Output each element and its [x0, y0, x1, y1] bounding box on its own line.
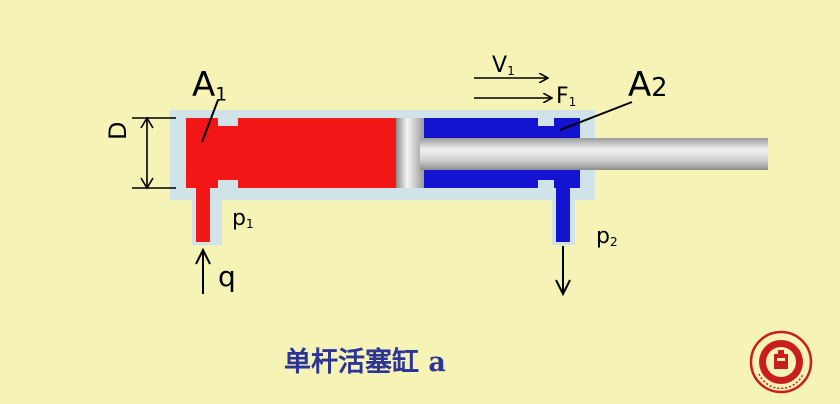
- cap-groove-top: [218, 118, 238, 126]
- pressure-chamber: [186, 118, 398, 188]
- a2-leader: [559, 101, 633, 131]
- label-a2: A2: [628, 65, 668, 105]
- rod-groove-top: [538, 118, 554, 126]
- label-p1: p1: [232, 206, 254, 232]
- flow-in-arrowhead: [195, 247, 211, 265]
- cap-groove-bottom: [218, 180, 238, 188]
- a1-leader: [201, 99, 219, 143]
- label-a1: A1: [192, 65, 228, 106]
- flow-out-arrowhead: [555, 279, 571, 297]
- inlet-port: [196, 186, 210, 242]
- university-seal-icon: [749, 330, 813, 394]
- label-f1: F1: [556, 84, 577, 110]
- piston-rod: [420, 138, 768, 170]
- label-diameter: D: [104, 121, 132, 140]
- label-v1: V1: [492, 53, 515, 79]
- rod-groove-bottom: [538, 180, 554, 188]
- label-flow-q: q: [218, 260, 236, 293]
- label-p2: p2: [596, 224, 618, 250]
- piston: [396, 118, 424, 188]
- outlet-port: [556, 186, 570, 242]
- diameter-dimension: [132, 116, 176, 190]
- diagram-caption: 单杆活塞缸 a: [284, 347, 446, 378]
